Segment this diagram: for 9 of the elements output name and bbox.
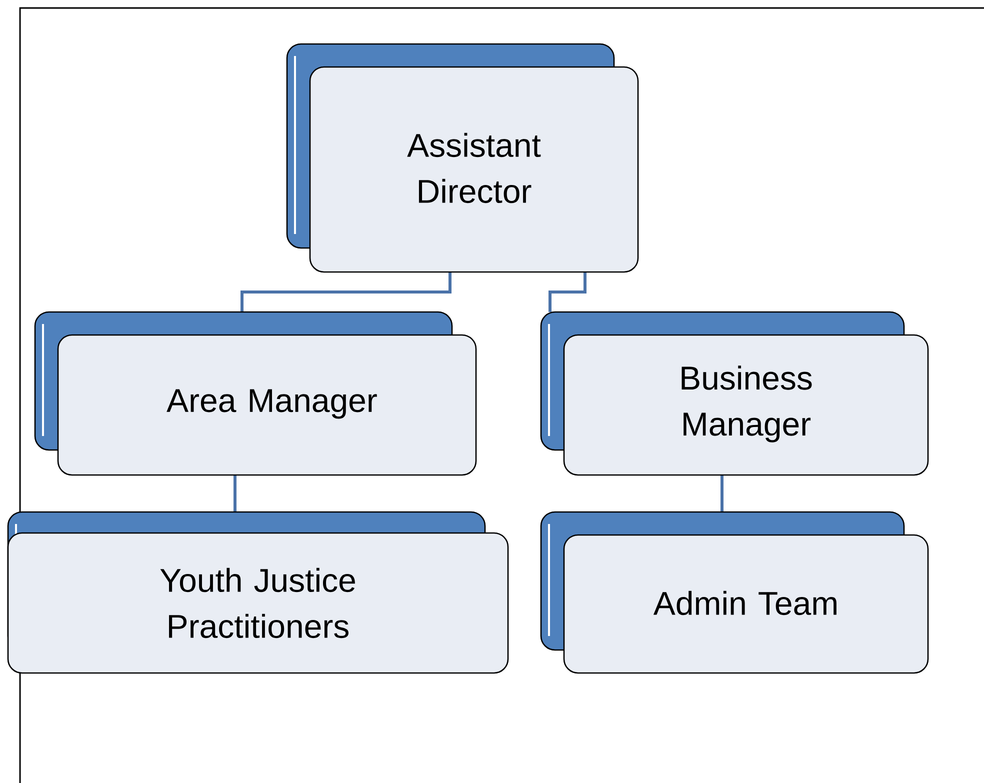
- org-box: Admin Team: [540, 511, 929, 674]
- org-box: Business Manager: [540, 311, 929, 476]
- org-box: Assistant Director: [286, 43, 639, 273]
- connector: [234, 474, 236, 512]
- org-box: Youth Justice Practitioners: [7, 511, 509, 674]
- org-box: Area Manager: [34, 311, 477, 476]
- connector: [240, 272, 452, 312]
- connector: [548, 272, 586, 312]
- connector: [720, 474, 724, 512]
